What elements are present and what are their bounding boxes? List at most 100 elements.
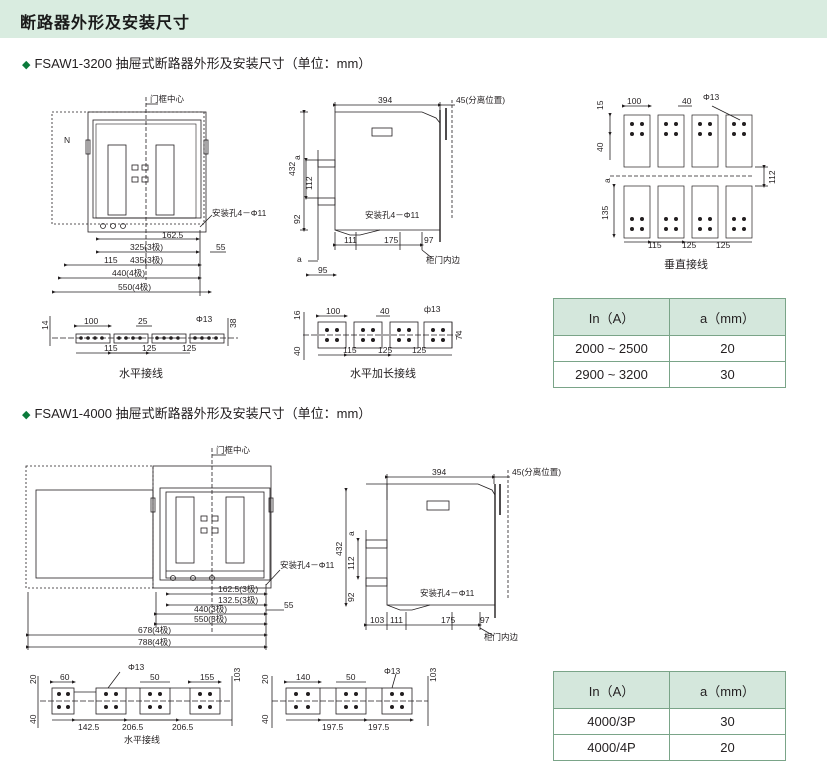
- s2-vt-dim-50: 50: [346, 672, 356, 682]
- s2-side-dim-394: 394: [432, 467, 446, 477]
- s1-side-dim-92: 92: [292, 214, 302, 224]
- s1-dim-325: 325(3极): [130, 242, 163, 252]
- s2-rating-table: In（A） a（mm） 4000/3P 30 4000/4P 20: [553, 671, 786, 761]
- s1-hx-dim-40: 40: [380, 306, 390, 316]
- s2-side-dim-97: 97: [480, 615, 490, 625]
- s2-ht-dim-40: 40: [28, 714, 38, 724]
- s1-ht-dim-115: 115: [104, 343, 118, 353]
- s1-ht-dim-25: 25: [138, 316, 148, 326]
- s1-dim-435: 435(3极): [130, 255, 163, 265]
- s2-side-dim-45: 45(分离位置): [512, 467, 561, 477]
- s1-hx-dim-125b: 125: [412, 345, 426, 355]
- s1-vt-dim-40b: 40: [595, 142, 605, 152]
- s1-side-dim-97: 97: [424, 235, 434, 245]
- s2-table-header-a: a（mm）: [669, 671, 786, 709]
- s2-side-dim-92: 92: [346, 592, 356, 602]
- s1-dim-550: 550(4极): [118, 282, 151, 292]
- s1-vt-dim-115: 115: [648, 240, 662, 250]
- s2-dim-788: 788(4极): [138, 637, 171, 647]
- s2-table-cell-a: 30: [669, 708, 786, 735]
- s1-side-dim-432: 432: [287, 162, 297, 176]
- s2-horizontal-terminals: [37, 671, 233, 728]
- s1-side-dim-a: a: [292, 155, 302, 160]
- s1-side-cabinet-edge-label: 柜门内边: [426, 255, 461, 265]
- s1-rating-table: In（A） a（mm） 2000 ~ 2500 20 2900 ~ 3200 3…: [553, 298, 786, 388]
- s2-dim-678: 678(4极): [138, 625, 171, 635]
- s1-vt-dim-125b: 125: [716, 240, 730, 250]
- page-title: 断路器外形及安装尺寸: [20, 15, 191, 32]
- s2-vt-dim-20: 20: [260, 674, 270, 684]
- s2-front-view: [25, 448, 284, 650]
- s1-vt-dim-125a: 125: [682, 240, 696, 250]
- s1-side-dim-111: 111: [344, 235, 357, 245]
- s2-side-dim-112: 112: [346, 556, 356, 570]
- s2-ht-dim-103: 103: [232, 668, 242, 682]
- s2-ht-dim-50: 50: [150, 672, 160, 682]
- s2-dim-440: 440(3极): [194, 604, 227, 614]
- s1-front-view: [51, 97, 226, 296]
- s1-table-cell-a: 20: [669, 335, 786, 362]
- s2-vt-dim-40: 40: [260, 714, 270, 724]
- s1-side-dim-45: 45(分离位置): [456, 95, 505, 105]
- s2-table-header-in: In（A）: [553, 671, 670, 709]
- s2-ht-dim-206a: 206.5: [122, 722, 144, 732]
- s1-side-dim-394: 394: [378, 95, 392, 105]
- s1-ht-phi13: Φ13: [196, 314, 213, 324]
- s1-table-cell-in: 2000 ~ 2500: [553, 335, 670, 362]
- s1-ht-dim-125b: 125: [182, 343, 196, 353]
- s1-hx-dim-74: 74: [454, 330, 464, 340]
- s1-vt-dim-112: 112: [767, 170, 777, 184]
- s1-table-header-in: In（A）: [553, 298, 670, 336]
- s2-vt-dim-197b: 197.5: [368, 722, 390, 732]
- s1-vertical-caption: 垂直接线: [664, 259, 708, 271]
- s1-vt-phi13: Φ13: [703, 92, 720, 102]
- s1-n-label: N: [64, 135, 70, 145]
- s1-side-dim-112: 112: [304, 176, 314, 190]
- s2-side-dim-175: 175: [441, 615, 455, 625]
- s1-horizontal-caption: 水平接线: [119, 368, 163, 380]
- s2-vt-dim-103: 103: [428, 668, 438, 682]
- s2-side-dim-111: 111: [390, 615, 403, 625]
- table-row: 2000 ~ 2500 20: [553, 335, 786, 362]
- table-row: 4000/3P 30: [553, 708, 786, 735]
- diamond-bullet-icon: ◆: [22, 409, 31, 421]
- s1-door-center-label: 门框中心: [150, 94, 185, 104]
- s1-dim-55: 55: [216, 242, 226, 252]
- s2-side-dim-432: 432: [334, 542, 344, 556]
- s2-vertical-terminals: [271, 673, 429, 728]
- s1-mount-hole-label: 安装孔4－Φ11: [212, 208, 267, 218]
- s1-dim-440: 440(4极): [112, 268, 145, 278]
- s2-side-dim-103: 103: [370, 615, 384, 625]
- s2-table-cell-a: 20: [669, 734, 786, 761]
- s1-hx-dim-40b: 40: [292, 346, 302, 356]
- s2-side-view: [344, 470, 510, 637]
- s1-vt-dim-a: a: [602, 178, 612, 183]
- s2-table-cell-in: 4000/3P: [553, 708, 670, 735]
- s2-dim-550: 550(3极): [194, 614, 227, 624]
- s1-side-dim-a2: a: [297, 254, 302, 264]
- s2-dim-55: 55: [284, 600, 294, 610]
- diamond-bullet-icon: ◆: [22, 59, 31, 71]
- s1-side-dim-95: 95: [318, 265, 328, 275]
- s2-mount-hole-label: 安装孔4－Φ11: [280, 560, 335, 570]
- s2-side-dim-a: a: [346, 531, 356, 536]
- s1-ht-dim-125a: 125: [142, 343, 156, 353]
- table-row: 2900 ~ 3200 30: [553, 361, 786, 388]
- s2-ht-dim-142: 142.5: [78, 722, 100, 732]
- s2-vt-dim-140: 140: [296, 672, 310, 682]
- s1-dim-162: 162.5: [162, 230, 184, 240]
- s1-horizontal-terminals: [49, 316, 238, 355]
- s1-hx-dim-115: 115: [343, 345, 357, 355]
- s2-dim-162: 162.5(3极): [218, 584, 258, 594]
- s1-hx-phi13: ф13: [424, 304, 441, 314]
- s1-horizontal-ext-caption: 水平加长接线: [350, 368, 416, 380]
- s1-table-header-a: a（mm）: [669, 298, 786, 336]
- s2-vt-dim-197a: 197.5: [322, 722, 344, 732]
- table-row: 4000/4P 20: [553, 734, 786, 761]
- s2-side-mount-hole-label: 安装孔4－Φ11: [420, 588, 475, 598]
- page-header: 断路器外形及安装尺寸: [0, 0, 827, 38]
- s2-ht-dim-60: 60: [60, 672, 70, 682]
- s1-hx-dim-125a: 125: [378, 345, 392, 355]
- s2-vt-phi13: Φ13: [384, 666, 401, 676]
- s2-ht-dim-206b: 206.5: [172, 722, 194, 732]
